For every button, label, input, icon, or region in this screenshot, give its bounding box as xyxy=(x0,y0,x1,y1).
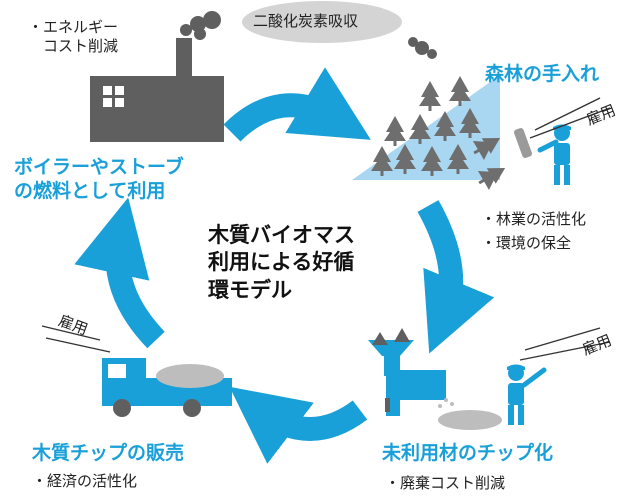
forest-note-2: ・環境の保全 xyxy=(481,234,572,252)
factory-icon xyxy=(90,38,224,142)
cycle-arrows xyxy=(74,67,495,464)
factory-note: ・エネルギー コスト削減 xyxy=(28,18,119,55)
forest-worker-icon xyxy=(514,124,571,185)
arrow-chip-to-sales xyxy=(229,386,368,464)
forest-title: 森林の手入れ xyxy=(485,63,600,85)
truck-employment-tag xyxy=(41,325,111,353)
arrow-forest-to-chip xyxy=(417,200,495,354)
forest-note-1: ・林業の活性化 xyxy=(481,210,587,228)
forest-employment-tag xyxy=(529,97,611,139)
co2-absorption-label: 二酸化炭素吸収 xyxy=(253,12,359,30)
chip-process-title: 未利用材のチップ化 xyxy=(382,442,554,464)
center-title: 木質バイオマス 利用による好循 環モデル xyxy=(208,223,355,302)
chipper-employment-tag xyxy=(519,327,611,361)
co2-cloud xyxy=(242,1,402,43)
chip-pile-small xyxy=(438,410,502,430)
chipper-machine-icon xyxy=(368,328,446,416)
chip-process-note: ・廃棄コスト削減 xyxy=(385,474,506,492)
chip-sales-note: ・経済の活性化 xyxy=(32,472,138,490)
boiler-title: ボイラーやストーブ の燃料として利用 xyxy=(14,156,184,202)
chip-sales-title: 木質チップの販売 xyxy=(32,442,185,464)
chip-spray xyxy=(438,398,454,408)
arrow-boiler-to-forest xyxy=(223,67,371,142)
arrow-sales-to-boiler xyxy=(74,197,165,349)
truck-icon xyxy=(102,358,232,417)
chipper-worker-icon xyxy=(507,364,547,425)
forest-smoke-icon xyxy=(408,37,437,59)
factory-smoke-icon xyxy=(180,11,221,40)
